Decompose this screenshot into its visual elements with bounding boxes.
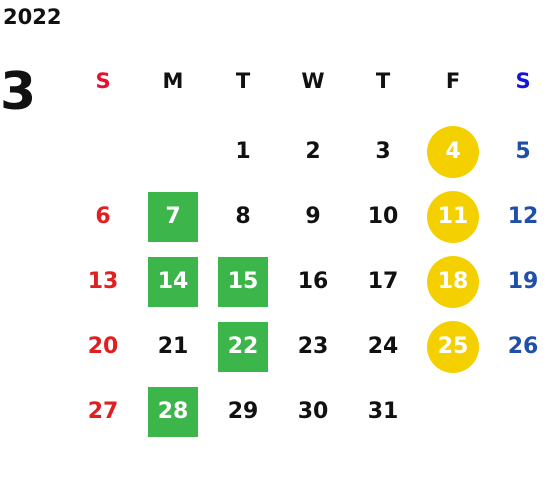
day-number: 29 bbox=[227, 399, 259, 424]
day-number: 27 bbox=[87, 399, 119, 424]
weekday-header-wednesday: W bbox=[301, 69, 325, 93]
day-number-green-highlight: 22 bbox=[218, 321, 268, 372]
calendar-day-cell: 12 bbox=[488, 184, 548, 249]
day-number: 1 bbox=[235, 139, 251, 164]
month-number: 3 bbox=[0, 62, 37, 122]
calendar-day-cell: 30 bbox=[278, 379, 348, 444]
day-number-green-highlight: 15 bbox=[218, 256, 268, 307]
calendar-day-cell: 24 bbox=[348, 314, 418, 379]
calendar-day-cell: 20 bbox=[68, 314, 138, 379]
calendar-empty-cell bbox=[488, 379, 548, 444]
weekday-header-thursday: T bbox=[375, 69, 391, 93]
calendar-day-cell: 7 bbox=[138, 184, 208, 249]
calendar-day-cell: 16 bbox=[278, 249, 348, 314]
day-number: 20 bbox=[87, 334, 119, 359]
day-number-yellow-highlight: 4 bbox=[427, 125, 479, 178]
weekday-header-tuesday: T bbox=[235, 69, 251, 93]
calendar-day-cell: 27 bbox=[68, 379, 138, 444]
year-label: 2022 bbox=[3, 5, 62, 29]
day-number: 5 bbox=[515, 139, 531, 164]
weekday-header-friday: F bbox=[445, 69, 461, 93]
day-number-green-highlight: 28 bbox=[148, 386, 198, 437]
day-number-yellow-highlight: 11 bbox=[427, 190, 479, 243]
weekday-header-monday: M bbox=[162, 69, 184, 93]
calendar-day-cell: 4 bbox=[418, 119, 488, 184]
calendar-empty-cell bbox=[138, 119, 208, 184]
day-number bbox=[77, 126, 129, 178]
day-number bbox=[497, 386, 548, 438]
day-number: 13 bbox=[87, 269, 119, 294]
day-number: 17 bbox=[367, 269, 399, 294]
calendar-day-cell: 14 bbox=[138, 249, 208, 314]
day-number: 12 bbox=[507, 204, 539, 229]
day-number: 31 bbox=[367, 399, 399, 424]
day-number: 2 bbox=[305, 139, 321, 164]
day-number-green-highlight: 14 bbox=[148, 256, 198, 307]
day-number: 21 bbox=[157, 334, 189, 359]
calendar-day-cell: 21 bbox=[138, 314, 208, 379]
calendar-day-cell: 6 bbox=[68, 184, 138, 249]
day-number-green-highlight: 7 bbox=[148, 191, 198, 242]
calendar-day-cell: 15 bbox=[208, 249, 278, 314]
day-number bbox=[427, 386, 479, 438]
calendar-day-cell: 11 bbox=[418, 184, 488, 249]
calendar-day-cell: 26 bbox=[488, 314, 548, 379]
calendar-day-cell: 10 bbox=[348, 184, 418, 249]
calendar-day-cell: 25 bbox=[418, 314, 488, 379]
calendar-day-cell: 3 bbox=[348, 119, 418, 184]
day-number: 16 bbox=[297, 269, 329, 294]
calendar-day-cell: 22 bbox=[208, 314, 278, 379]
day-number: 6 bbox=[95, 204, 111, 229]
day-number: 26 bbox=[507, 334, 539, 359]
calendar-day-cell: 13 bbox=[68, 249, 138, 314]
calendar-day-cell: 31 bbox=[348, 379, 418, 444]
day-number bbox=[147, 126, 199, 178]
calendar-day-cell: 29 bbox=[208, 379, 278, 444]
weekday-header-sunday: S bbox=[95, 69, 111, 93]
calendar-empty-cell bbox=[68, 119, 138, 184]
day-number: 10 bbox=[367, 204, 399, 229]
day-number-yellow-highlight: 18 bbox=[427, 255, 479, 308]
day-number: 3 bbox=[375, 139, 391, 164]
day-number: 8 bbox=[235, 204, 251, 229]
calendar-day-cell: 2 bbox=[278, 119, 348, 184]
day-number: 30 bbox=[297, 399, 329, 424]
day-number-yellow-highlight: 25 bbox=[427, 320, 479, 373]
calendar-day-cell: 18 bbox=[418, 249, 488, 314]
calendar-day-cell: 23 bbox=[278, 314, 348, 379]
calendar-empty-cell bbox=[418, 379, 488, 444]
weekday-header-saturday: S bbox=[515, 69, 531, 93]
calendar-day-cell: 1 bbox=[208, 119, 278, 184]
day-number: 24 bbox=[367, 334, 399, 359]
calendar-day-cell: 5 bbox=[488, 119, 548, 184]
calendar-day-cell: 28 bbox=[138, 379, 208, 444]
day-number: 9 bbox=[305, 204, 321, 229]
day-number: 23 bbox=[297, 334, 329, 359]
calendar-day-cell: 17 bbox=[348, 249, 418, 314]
day-number: 19 bbox=[507, 269, 539, 294]
calendar-day-cell: 8 bbox=[208, 184, 278, 249]
calendar-day-cell: 19 bbox=[488, 249, 548, 314]
calendar-day-cell: 9 bbox=[278, 184, 348, 249]
